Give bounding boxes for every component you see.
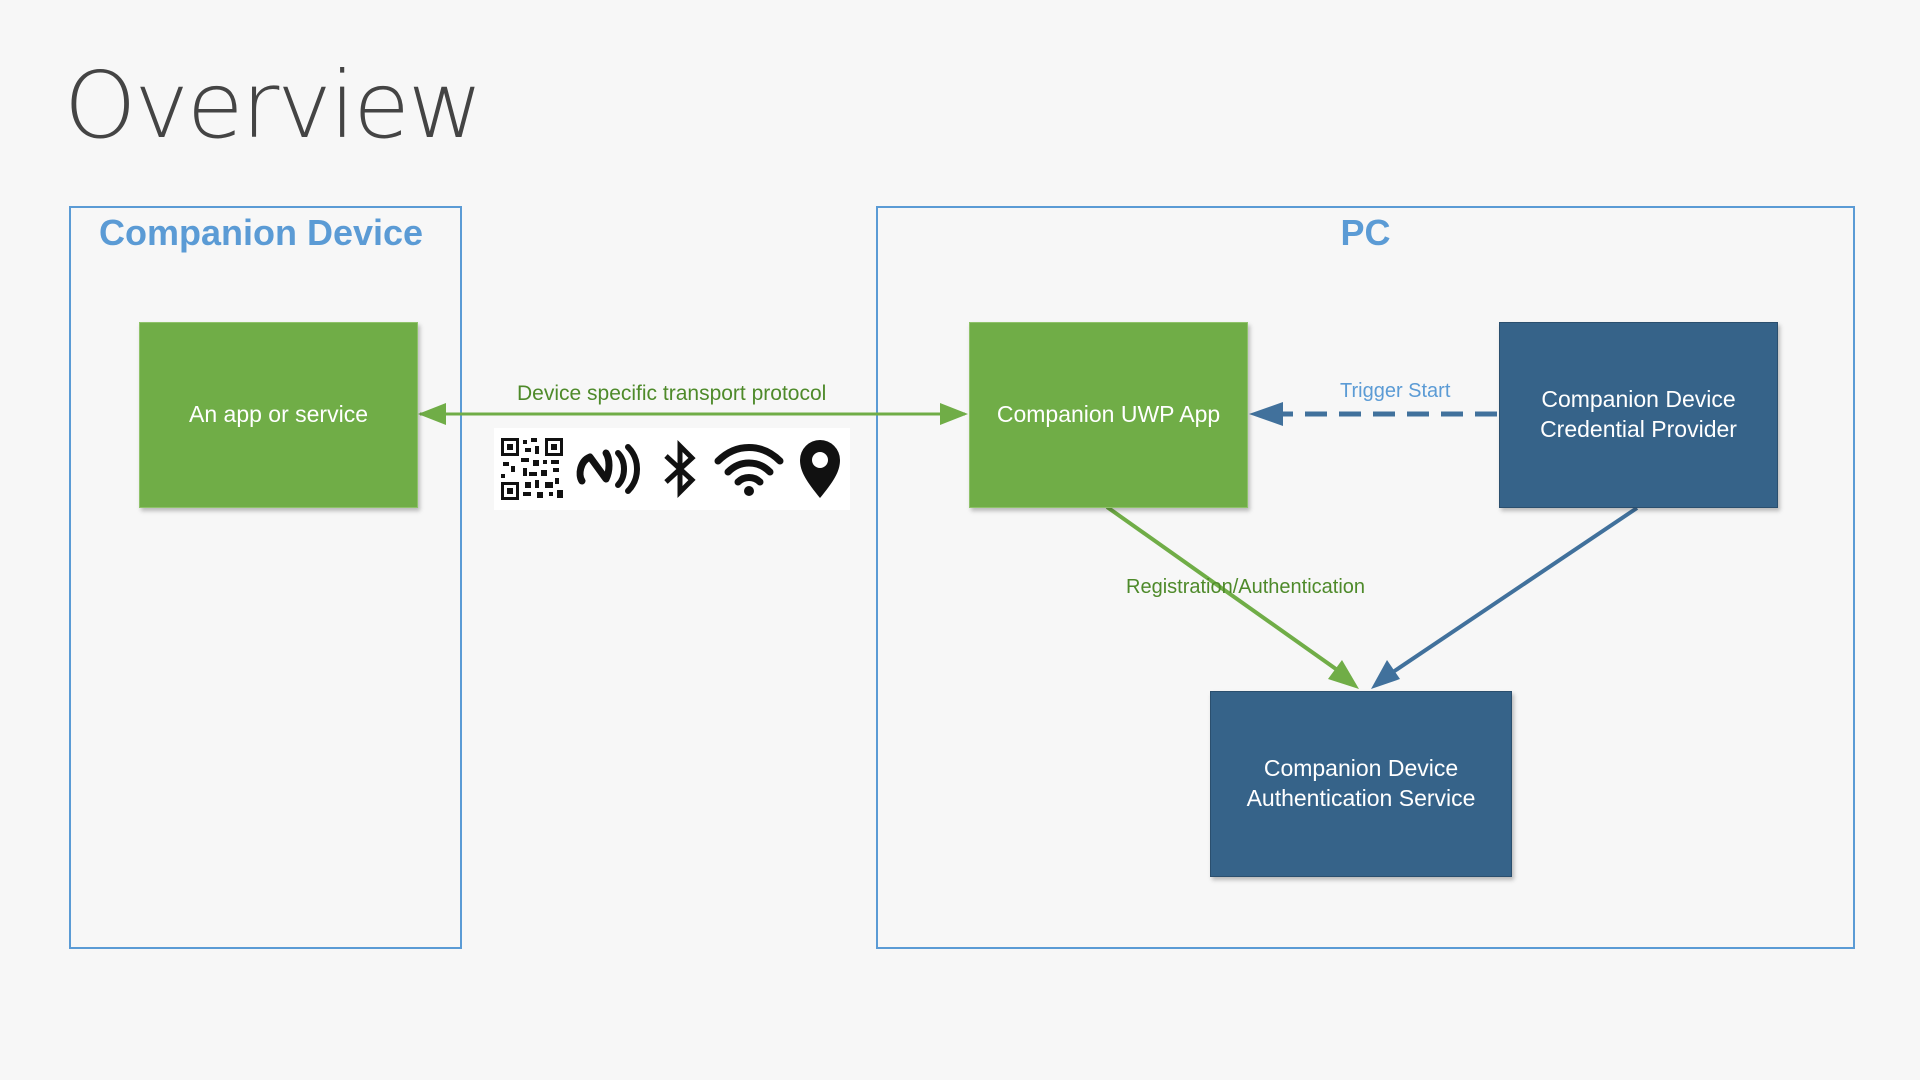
nfc-icon [576, 441, 646, 497]
location-pin-icon [797, 438, 843, 500]
registration-arrow [1105, 505, 1345, 676]
transport-icons-strip [494, 428, 850, 510]
credential-provider-box: Companion Device Credential Provider [1499, 322, 1778, 508]
trigger-start-label: Trigger Start [1340, 380, 1451, 402]
trigger-arrowhead [1249, 402, 1283, 426]
pc-region-title: PC [1340, 212, 1391, 253]
app-or-service-box: An app or service [139, 322, 418, 508]
companion-uwp-app-box: Companion UWP App [969, 322, 1248, 508]
qr-code-icon [500, 438, 563, 500]
credential-arrow [1388, 506, 1639, 676]
credential-provider-label-line1: Companion Device [1541, 386, 1736, 413]
transport-arrowhead-left [418, 403, 446, 425]
credential-provider-label-line2: Credential Provider [1540, 416, 1737, 442]
pc-region: PC [876, 206, 1855, 949]
authentication-service-box: Companion Device Authentication Service [1210, 691, 1512, 877]
transport-arrowhead-right [940, 403, 968, 425]
wifi-icon [714, 441, 784, 497]
companion-uwp-app-label: Companion UWP App [996, 401, 1221, 428]
registration-authentication-label: Registration/Authentication [1126, 576, 1366, 598]
credential-arrowhead [1371, 660, 1400, 689]
bluetooth-icon [660, 438, 700, 500]
companion-device-region-title: Companion Device [99, 212, 424, 253]
slide-title: Overview [64, 52, 483, 159]
authentication-service-label-line1: Companion Device [1263, 755, 1459, 782]
authentication-service-label-line2: Authentication Service [1246, 785, 1476, 811]
transport-protocol-label: Device specific transport protocol [517, 382, 827, 405]
registration-arrowhead [1328, 660, 1359, 689]
companion-device-region: Companion Device [69, 206, 462, 949]
app-or-service-label: An app or service [189, 401, 368, 428]
